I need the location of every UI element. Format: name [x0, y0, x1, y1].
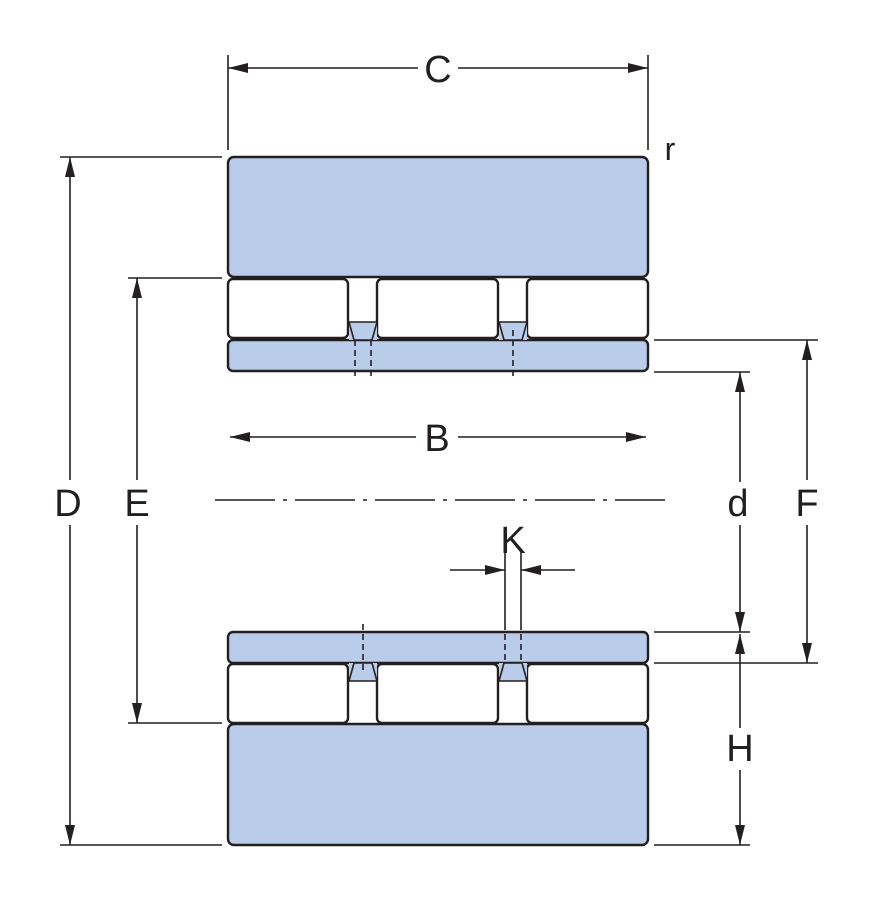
spacer-bottom-left: [347, 624, 379, 682]
dimension-D: D: [54, 156, 222, 846]
roller-set-top: [226, 277, 650, 340]
outer-ring: [226, 155, 650, 847]
dimension-E: E: [124, 277, 222, 724]
dimension-K: K: [450, 520, 575, 624]
dimension-label-H: H: [726, 728, 753, 770]
roller: [525, 662, 650, 725]
roller-set-bottom: [226, 662, 650, 725]
dimension-label-F: F: [795, 483, 818, 525]
dimension-label-D: D: [54, 483, 81, 525]
dimension-F: F: [654, 339, 819, 664]
roller: [375, 662, 500, 725]
dimension-label-K: K: [500, 520, 525, 562]
dimension-label-E: E: [124, 483, 149, 525]
spacer-top-right: [497, 321, 529, 380]
roller: [226, 662, 350, 725]
radius-label-r: r: [665, 131, 676, 167]
roller: [226, 277, 350, 340]
dimension-label-d: d: [727, 483, 748, 525]
dimension-C: C: [227, 49, 649, 150]
dimension-label-B: B: [424, 418, 449, 460]
roller: [525, 277, 650, 340]
roller: [375, 277, 500, 340]
spacer-top-left: [347, 321, 379, 378]
outer-ring-top: [226, 155, 650, 279]
oil-hole-K: [497, 624, 529, 682]
inner-ring-top: [226, 338, 650, 373]
dimension-label-C: C: [424, 49, 451, 91]
inner-ring: [226, 338, 650, 665]
dimension-B: B: [230, 418, 646, 460]
inner-ring-bottom: [226, 630, 650, 665]
dimension-d: d: [654, 371, 750, 633]
dimension-H: H: [654, 634, 754, 846]
outer-ring-bottom: [226, 722, 650, 847]
